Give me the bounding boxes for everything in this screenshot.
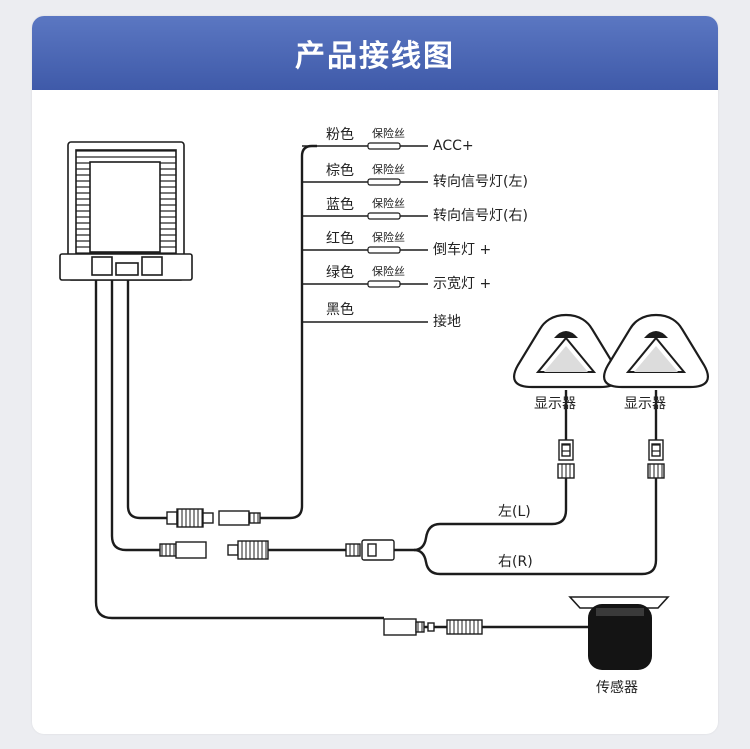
fuse-icon bbox=[367, 246, 401, 254]
fuse-icon bbox=[367, 280, 401, 288]
fuse-label: 保险丝 bbox=[372, 162, 405, 176]
control-box bbox=[59, 141, 193, 281]
wire-color-label: 绿色 bbox=[326, 264, 354, 281]
wire-sensor-main bbox=[94, 280, 384, 620]
fuse-icon bbox=[367, 212, 401, 220]
wire-color-label: 蓝色 bbox=[326, 196, 354, 213]
display-right bbox=[603, 313, 709, 389]
sensor bbox=[568, 596, 670, 670]
destination-label: 转向信号灯(右) bbox=[433, 208, 528, 224]
page-title: 产品接线图 bbox=[295, 39, 455, 74]
harness-branches bbox=[302, 145, 428, 323]
destination-label: 示宽灯 + bbox=[433, 275, 491, 292]
wire-color-label: 红色 bbox=[326, 230, 354, 247]
wire-right-display bbox=[413, 478, 658, 576]
wire-color-label: 棕色 bbox=[326, 162, 354, 179]
cable-label-right: 右(R) bbox=[498, 554, 533, 570]
header-bar: 产品接线图 bbox=[32, 16, 718, 90]
wire-display-main bbox=[110, 280, 160, 552]
fuse-icon bbox=[367, 142, 401, 150]
wire-color-label: 粉色 bbox=[326, 126, 354, 143]
wire-color-label: 黑色 bbox=[326, 301, 354, 318]
wire-harness-main bbox=[126, 280, 167, 520]
wire-harness-trunk bbox=[260, 144, 317, 520]
fuse-label: 保险丝 bbox=[372, 230, 405, 244]
destination-label: ACC+ bbox=[433, 138, 474, 154]
destination-label: 转向信号灯(左) bbox=[433, 174, 528, 190]
cable-label-left: 左(L) bbox=[498, 504, 531, 520]
fuses bbox=[367, 142, 401, 288]
fuse-label: 保险丝 bbox=[372, 196, 405, 210]
sensor-label: 传感器 bbox=[596, 679, 638, 696]
wiring-diagram: 粉色 棕色 蓝色 红色 绿色 黑色 保险丝 保险丝 保险丝 保险丝 保险丝 AC… bbox=[59, 126, 709, 696]
connectors bbox=[159, 439, 665, 636]
display-label: 显示器 bbox=[534, 396, 576, 412]
fuse-icon bbox=[367, 178, 401, 186]
destination-label: 接地 bbox=[433, 313, 461, 330]
wire-left-display bbox=[413, 478, 568, 552]
display-left bbox=[513, 313, 619, 389]
destination-label: 倒车灯 + bbox=[433, 241, 491, 258]
diagram-card: 产品接线图 bbox=[32, 16, 718, 734]
display-label: 显示器 bbox=[624, 396, 666, 412]
fuse-label: 保险丝 bbox=[372, 264, 405, 278]
fuse-label: 保险丝 bbox=[372, 126, 405, 140]
